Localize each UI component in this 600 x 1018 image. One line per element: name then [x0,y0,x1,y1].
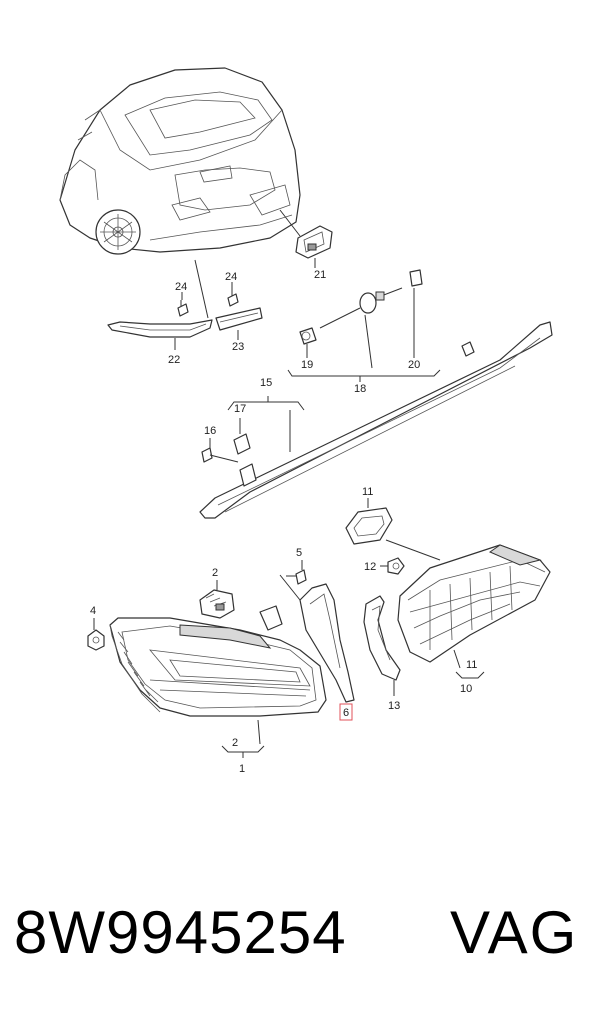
label-24-a: 24 [175,281,187,293]
part-11-gasket[interactable] [345,507,393,545]
label-21: 21 [314,269,326,281]
label-6: 6 [343,707,349,719]
label-12: 12 [364,561,376,573]
label-2-top: 2 [212,567,218,579]
label-20: 20 [408,359,420,371]
part-16-screw[interactable] [201,447,239,463]
label-22: 22 [168,354,180,366]
part-24-screw-b[interactable] [227,290,239,307]
part-20-clip[interactable] [409,269,423,287]
part-5-screw[interactable] [286,569,307,585]
part-10-inner-tail-light[interactable] [397,544,551,663]
part-15-trim-strip[interactable] [199,321,553,519]
part-12-nut[interactable] [387,557,405,575]
label-24-b: 24 [225,271,237,283]
part-17-clip[interactable] [233,433,251,455]
part-24-screw-a[interactable] [177,300,189,317]
label-17: 17 [234,403,246,415]
label-23: 23 [232,341,244,353]
car-rear-illustration [59,67,301,255]
part-22-reflector-left[interactable] [107,319,213,338]
brand-text: VAG [450,899,579,966]
part-19-bulb-socket[interactable] [299,327,317,345]
label-4: 4 [90,605,96,617]
label-11-top: 11 [362,486,373,498]
part-6-gasket[interactable] [299,583,355,703]
part-1-outer-tail-light[interactable] [109,605,327,717]
label-5: 5 [296,547,302,559]
part-18-cable-grommet[interactable] [319,287,403,329]
label-13: 13 [388,700,400,712]
parts-diagram: 21 24 24 22 23 19 20 18 15 17 16 11 12 5… [59,67,553,775]
label-19: 19 [301,359,313,371]
label-15: 15 [260,377,272,389]
label-18: 18 [354,383,366,395]
part-13-bracket[interactable] [363,595,401,681]
part-21-license-light[interactable] [295,225,333,259]
label-2-bottom: 2 [232,737,238,749]
part-4-nut[interactable] [87,629,105,651]
label-6-highlight-box [339,703,353,721]
label-16: 16 [204,425,216,437]
label-1: 1 [239,763,245,775]
part-number-text: 8W9945254 [14,899,347,966]
label-10: 10 [460,683,472,695]
part-23-reflector-right[interactable] [215,307,263,331]
part-2-bulb-holder[interactable] [199,589,235,619]
label-11-bottom: 11 [466,659,477,671]
